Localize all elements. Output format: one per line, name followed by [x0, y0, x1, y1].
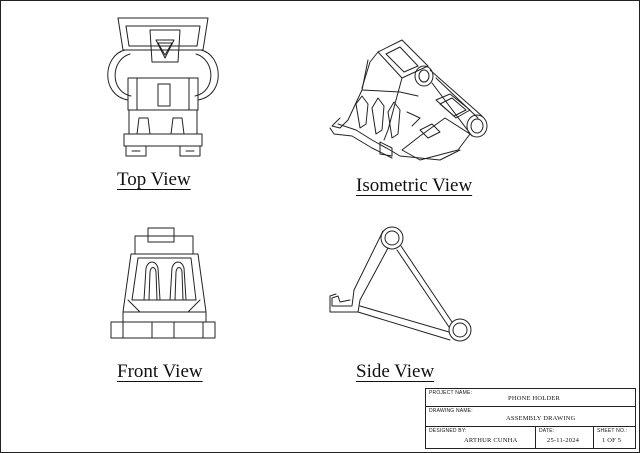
date-value: 25-11-2024	[547, 437, 580, 444]
side-view-drawing	[329, 226, 472, 342]
isometric-view-drawing	[329, 39, 488, 161]
drawing-name-value: ASSEMBLY DRAWING	[506, 415, 576, 422]
top-view-drawing	[107, 17, 219, 157]
side-view-label: Side View	[356, 361, 435, 382]
drawing-name-row: DRAWING NAME: ASSEMBLY DRAWING	[426, 407, 635, 427]
project-name-row: PROJECT NAME: PHONE HOLDER	[426, 389, 635, 407]
title-block: PROJECT NAME: PHONE HOLDER DRAWING NAME:…	[425, 388, 636, 449]
top-view-label: Top View	[117, 169, 191, 190]
front-view-drawing	[110, 227, 216, 339]
front-view-label: Front View	[117, 361, 203, 382]
project-name-caption: PROJECT NAME:	[429, 390, 473, 396]
sheet-cell: SHEET NO.: 1 OF 5	[593, 427, 636, 448]
sheet-value: 1 OF 5	[602, 437, 622, 444]
drawing-name-caption: DRAWING NAME:	[429, 408, 473, 414]
designed-by-value: ARTHUR CUNHA	[464, 437, 518, 444]
date-caption: DATE:	[539, 428, 555, 434]
designed-by-caption: DESIGNED BY:	[429, 428, 467, 434]
details-row: DESIGNED BY: ARTHUR CUNHA DATE: 25-11-20…	[426, 427, 635, 448]
sheet-caption: SHEET NO.:	[597, 428, 628, 434]
project-name-value: PHONE HOLDER	[508, 395, 561, 402]
date-cell: DATE: 25-11-2024	[535, 427, 593, 448]
isometric-view-label: Isometric View	[356, 175, 473, 196]
